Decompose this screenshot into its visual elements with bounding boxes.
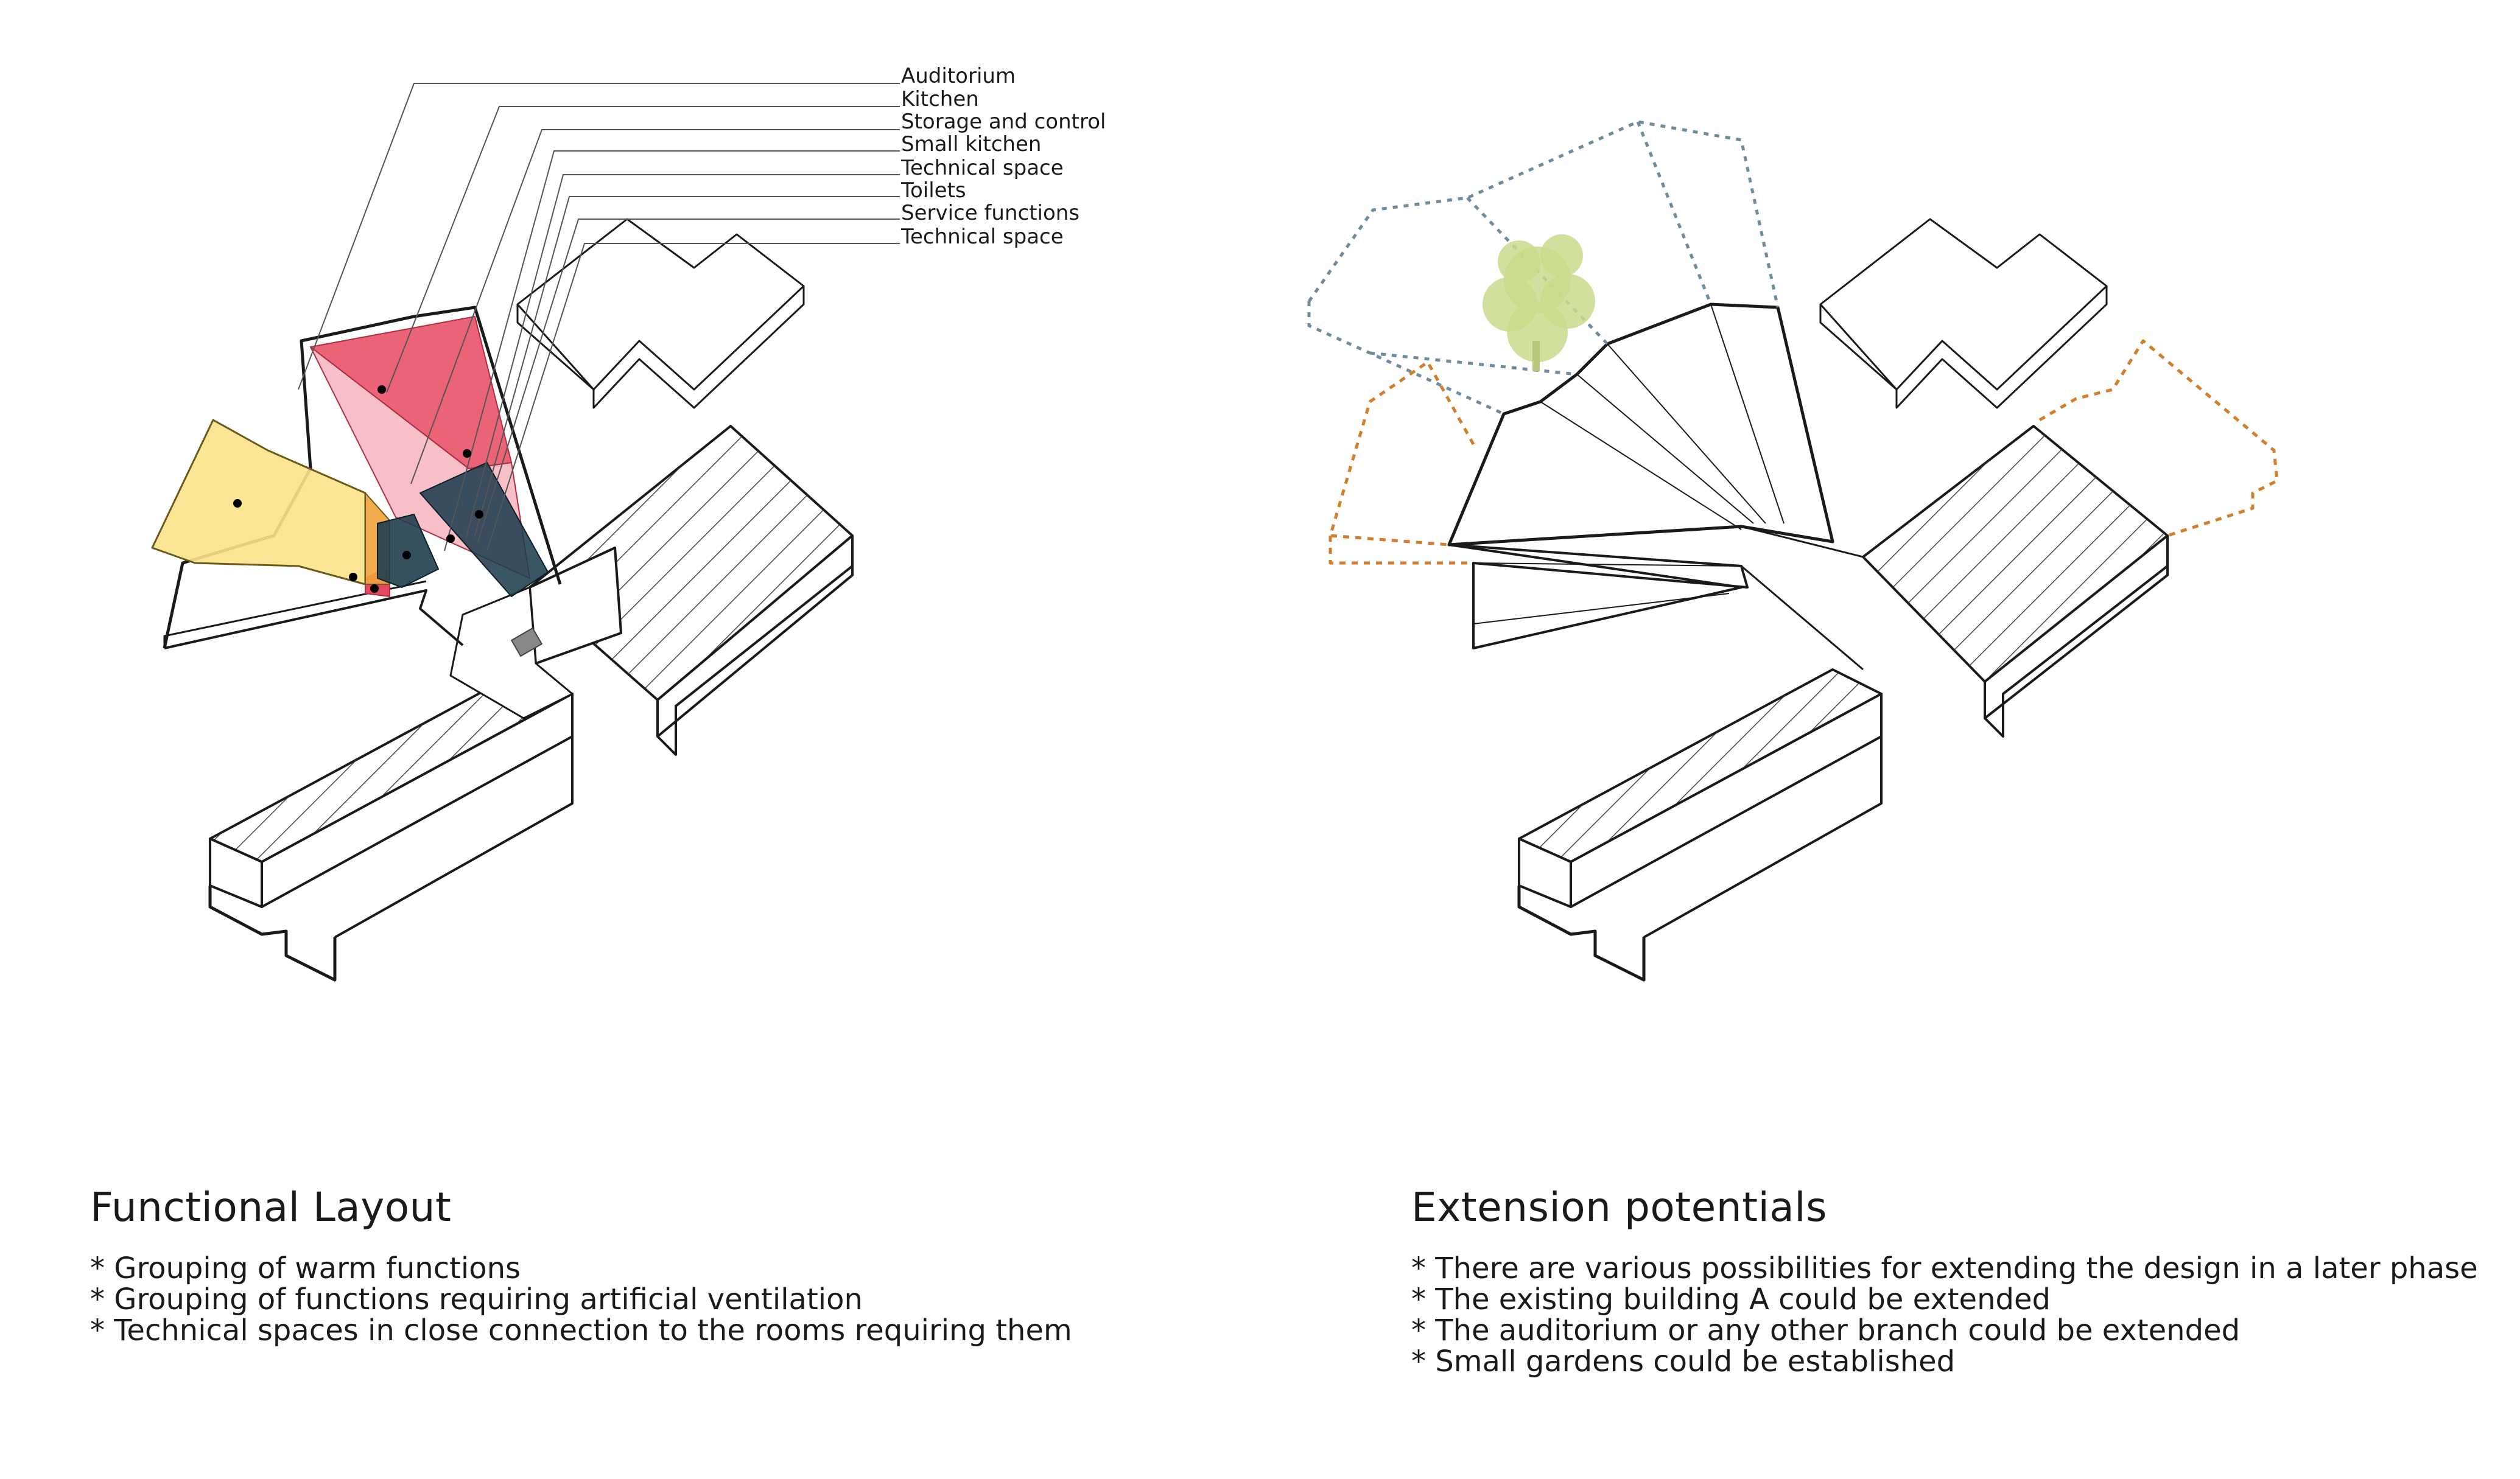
bullet-item: * Grouping of functions requiring artifi… (90, 1282, 863, 1316)
legend-auditorium: Auditorium (901, 64, 1016, 88)
functional-layout-caption: Functional Layout * Grouping of warm fun… (90, 1184, 1072, 1346)
extension-potentials-caption: Extension potentials * There are various… (1411, 1184, 2478, 1377)
functional-layout-drawing (151, 83, 900, 982)
small-building-right (1819, 218, 2108, 409)
legend-storage-and-control: Storage and control (901, 110, 1106, 134)
connector-block (449, 547, 622, 719)
extension-potentials-drawing (1307, 120, 2279, 982)
ventilation-zone (377, 462, 549, 597)
long-ribbed-building (208, 668, 574, 982)
functional-layout-bullets: * Grouping of warm functions * Grouping … (90, 1253, 1072, 1346)
small-building (516, 218, 805, 409)
bullet-item: * Small gardens could be established (1411, 1344, 1956, 1379)
extension-outline-orange (1328, 339, 2279, 565)
leader-labels: Auditorium Kitchen Storage and control S… (900, 64, 1106, 249)
functional-layout-title: Functional Layout (90, 1184, 452, 1231)
bullet-item: * Grouping of warm functions (90, 1251, 521, 1285)
bullet-item: * The auditorium or any other branch cou… (1411, 1313, 2241, 1348)
legend-kitchen: Kitchen (901, 87, 979, 111)
extension-potentials-bullets: * There are various possibilities for ex… (1411, 1253, 2478, 1377)
zone-markers (233, 385, 483, 593)
legend-technical-space-2: Technical space (900, 225, 1064, 249)
bullet-item: * The existing building A could be exten… (1411, 1282, 2051, 1316)
tree-icon (1483, 234, 1595, 371)
auditorium-zone (151, 419, 390, 586)
short-ribbed-building-right (1862, 425, 2169, 738)
legend-service-functions: Service functions (901, 201, 1079, 225)
leader-lines (298, 83, 900, 551)
legend-small-kitchen: Small kitchen (901, 132, 1041, 156)
legend-toilets: Toilets (900, 178, 966, 203)
long-ribbed-building-right (1517, 668, 1883, 982)
bullet-item: * There are various possibilities for ex… (1411, 1251, 2478, 1285)
extension-potentials-title: Extension potentials (1411, 1184, 1827, 1231)
bullet-item: * Technical spaces in close connection t… (90, 1313, 1072, 1348)
legend-technical-space: Technical space (900, 156, 1064, 180)
fan-building-right (1447, 302, 1864, 671)
